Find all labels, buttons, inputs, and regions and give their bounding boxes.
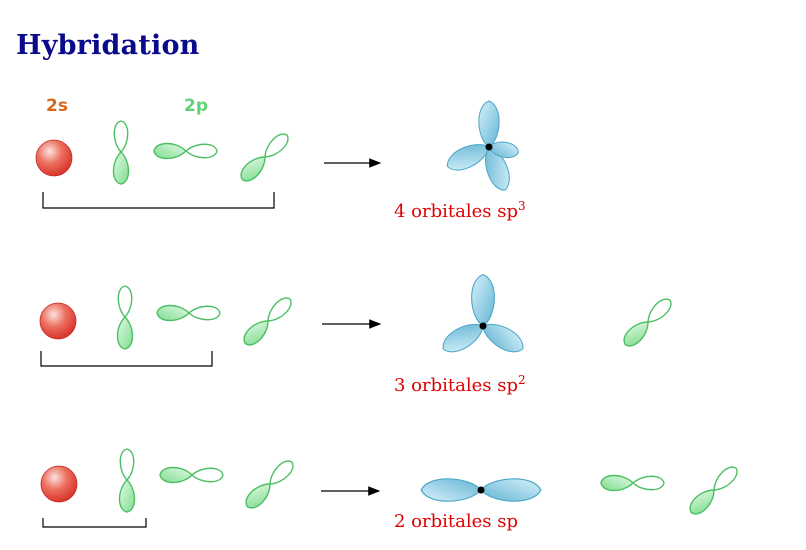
p-orbital-x [153, 142, 218, 160]
sp2-hybrid-orbitals [437, 273, 529, 359]
remaining-p-orbital [619, 294, 676, 351]
bracket [42, 518, 147, 528]
p-orbital-y [236, 129, 293, 186]
row-1: 4 orbitales sp3 [35, 100, 526, 222]
remaining-p-orbital [685, 462, 742, 519]
p-orbital-y [239, 293, 296, 350]
row-3: 2 orbitales sp [40, 448, 742, 532]
p-orbital-z [118, 448, 136, 513]
caption-row-1: 4 orbitales sp3 [394, 199, 526, 222]
caption-row-2: 3 orbitales sp2 [394, 373, 526, 396]
row-2: 3 orbitales sp2 [39, 273, 676, 396]
remaining-p-orbital [600, 474, 665, 492]
sp-hybrid-orbitals [420, 478, 542, 502]
s-orbital [35, 139, 73, 177]
p-orbital-x [159, 466, 224, 484]
p-orbital-z [112, 120, 130, 185]
p-orbital-y [241, 456, 298, 513]
s-orbital [39, 302, 77, 340]
label-2p: 2p [184, 96, 208, 116]
sp3-hybrid-orbitals [442, 100, 521, 195]
caption-row-3: 2 orbitales sp [394, 511, 518, 532]
label-2s: 2s [46, 96, 68, 116]
p-orbital-x [156, 304, 221, 322]
p-orbital-z [116, 285, 134, 350]
page-title: Hybridation [16, 30, 200, 61]
s-orbital [40, 465, 78, 503]
bracket [42, 192, 275, 209]
bracket [40, 351, 213, 367]
